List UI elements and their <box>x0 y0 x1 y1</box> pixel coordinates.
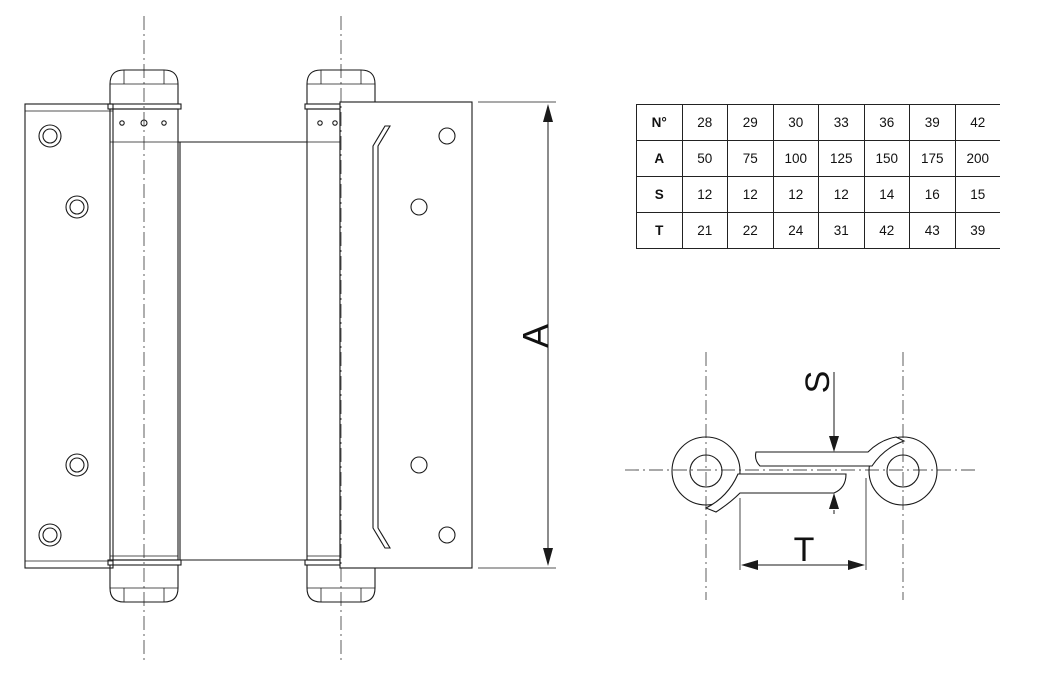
table-cell: 33 <box>818 104 865 141</box>
table-cell: 16 <box>909 176 956 213</box>
table-cell: 150 <box>863 140 910 177</box>
table-cell: 28 <box>681 104 728 141</box>
table-cell: 14 <box>863 176 910 213</box>
table-cell: 12 <box>727 176 774 213</box>
table-cell: 29 <box>727 104 774 141</box>
table-cell: 12 <box>681 176 728 213</box>
table-cell: 42 <box>954 104 1000 141</box>
hinge-centre-web <box>178 141 307 561</box>
table-cell: 200 <box>954 140 1000 177</box>
table-cell: 75 <box>727 140 774 177</box>
table-cell: 50 <box>681 140 728 177</box>
screw-hole-icon <box>38 523 62 547</box>
left-hinge-barrel <box>107 69 182 603</box>
table-row-label: N° <box>636 104 683 141</box>
screw-hole-icon <box>410 456 428 474</box>
table-row-label: T <box>636 212 683 249</box>
table-cell: 31 <box>818 212 865 249</box>
dimension-t-label: T <box>794 531 815 569</box>
table-cell: 24 <box>772 212 819 249</box>
screw-hole-icon <box>38 124 62 148</box>
screw-hole-icon <box>438 127 456 145</box>
table-cell: 175 <box>909 140 956 177</box>
table-row-label: S <box>636 176 683 213</box>
screw-hole-icon <box>410 198 428 216</box>
screw-hole-icon <box>65 453 89 477</box>
table-cell: 30 <box>772 104 819 141</box>
table-cell: 22 <box>727 212 774 249</box>
screw-hole-icon <box>438 526 456 544</box>
right-hinge-leaf <box>339 101 473 569</box>
table-cell: 39 <box>909 104 956 141</box>
dimension-s-label: S <box>799 371 837 394</box>
dimension-a-label: A <box>515 324 556 348</box>
table-cell: 100 <box>772 140 819 177</box>
table-cell: 21 <box>681 212 728 249</box>
table-cell: 36 <box>863 104 910 141</box>
table-cell: 42 <box>863 212 910 249</box>
hinge-top-view: S T <box>625 352 978 600</box>
table-cell: 125 <box>818 140 865 177</box>
table-cell: 12 <box>818 176 865 213</box>
table-cell: 15 <box>954 176 1000 213</box>
screw-hole-icon <box>65 195 89 219</box>
table-cell: 43 <box>909 212 956 249</box>
table-cell: 12 <box>772 176 819 213</box>
table-row-label: A <box>636 140 683 177</box>
table-cell: 39 <box>954 212 1000 249</box>
dimension-a: A <box>478 101 556 569</box>
left-hinge-leaf <box>24 103 114 569</box>
